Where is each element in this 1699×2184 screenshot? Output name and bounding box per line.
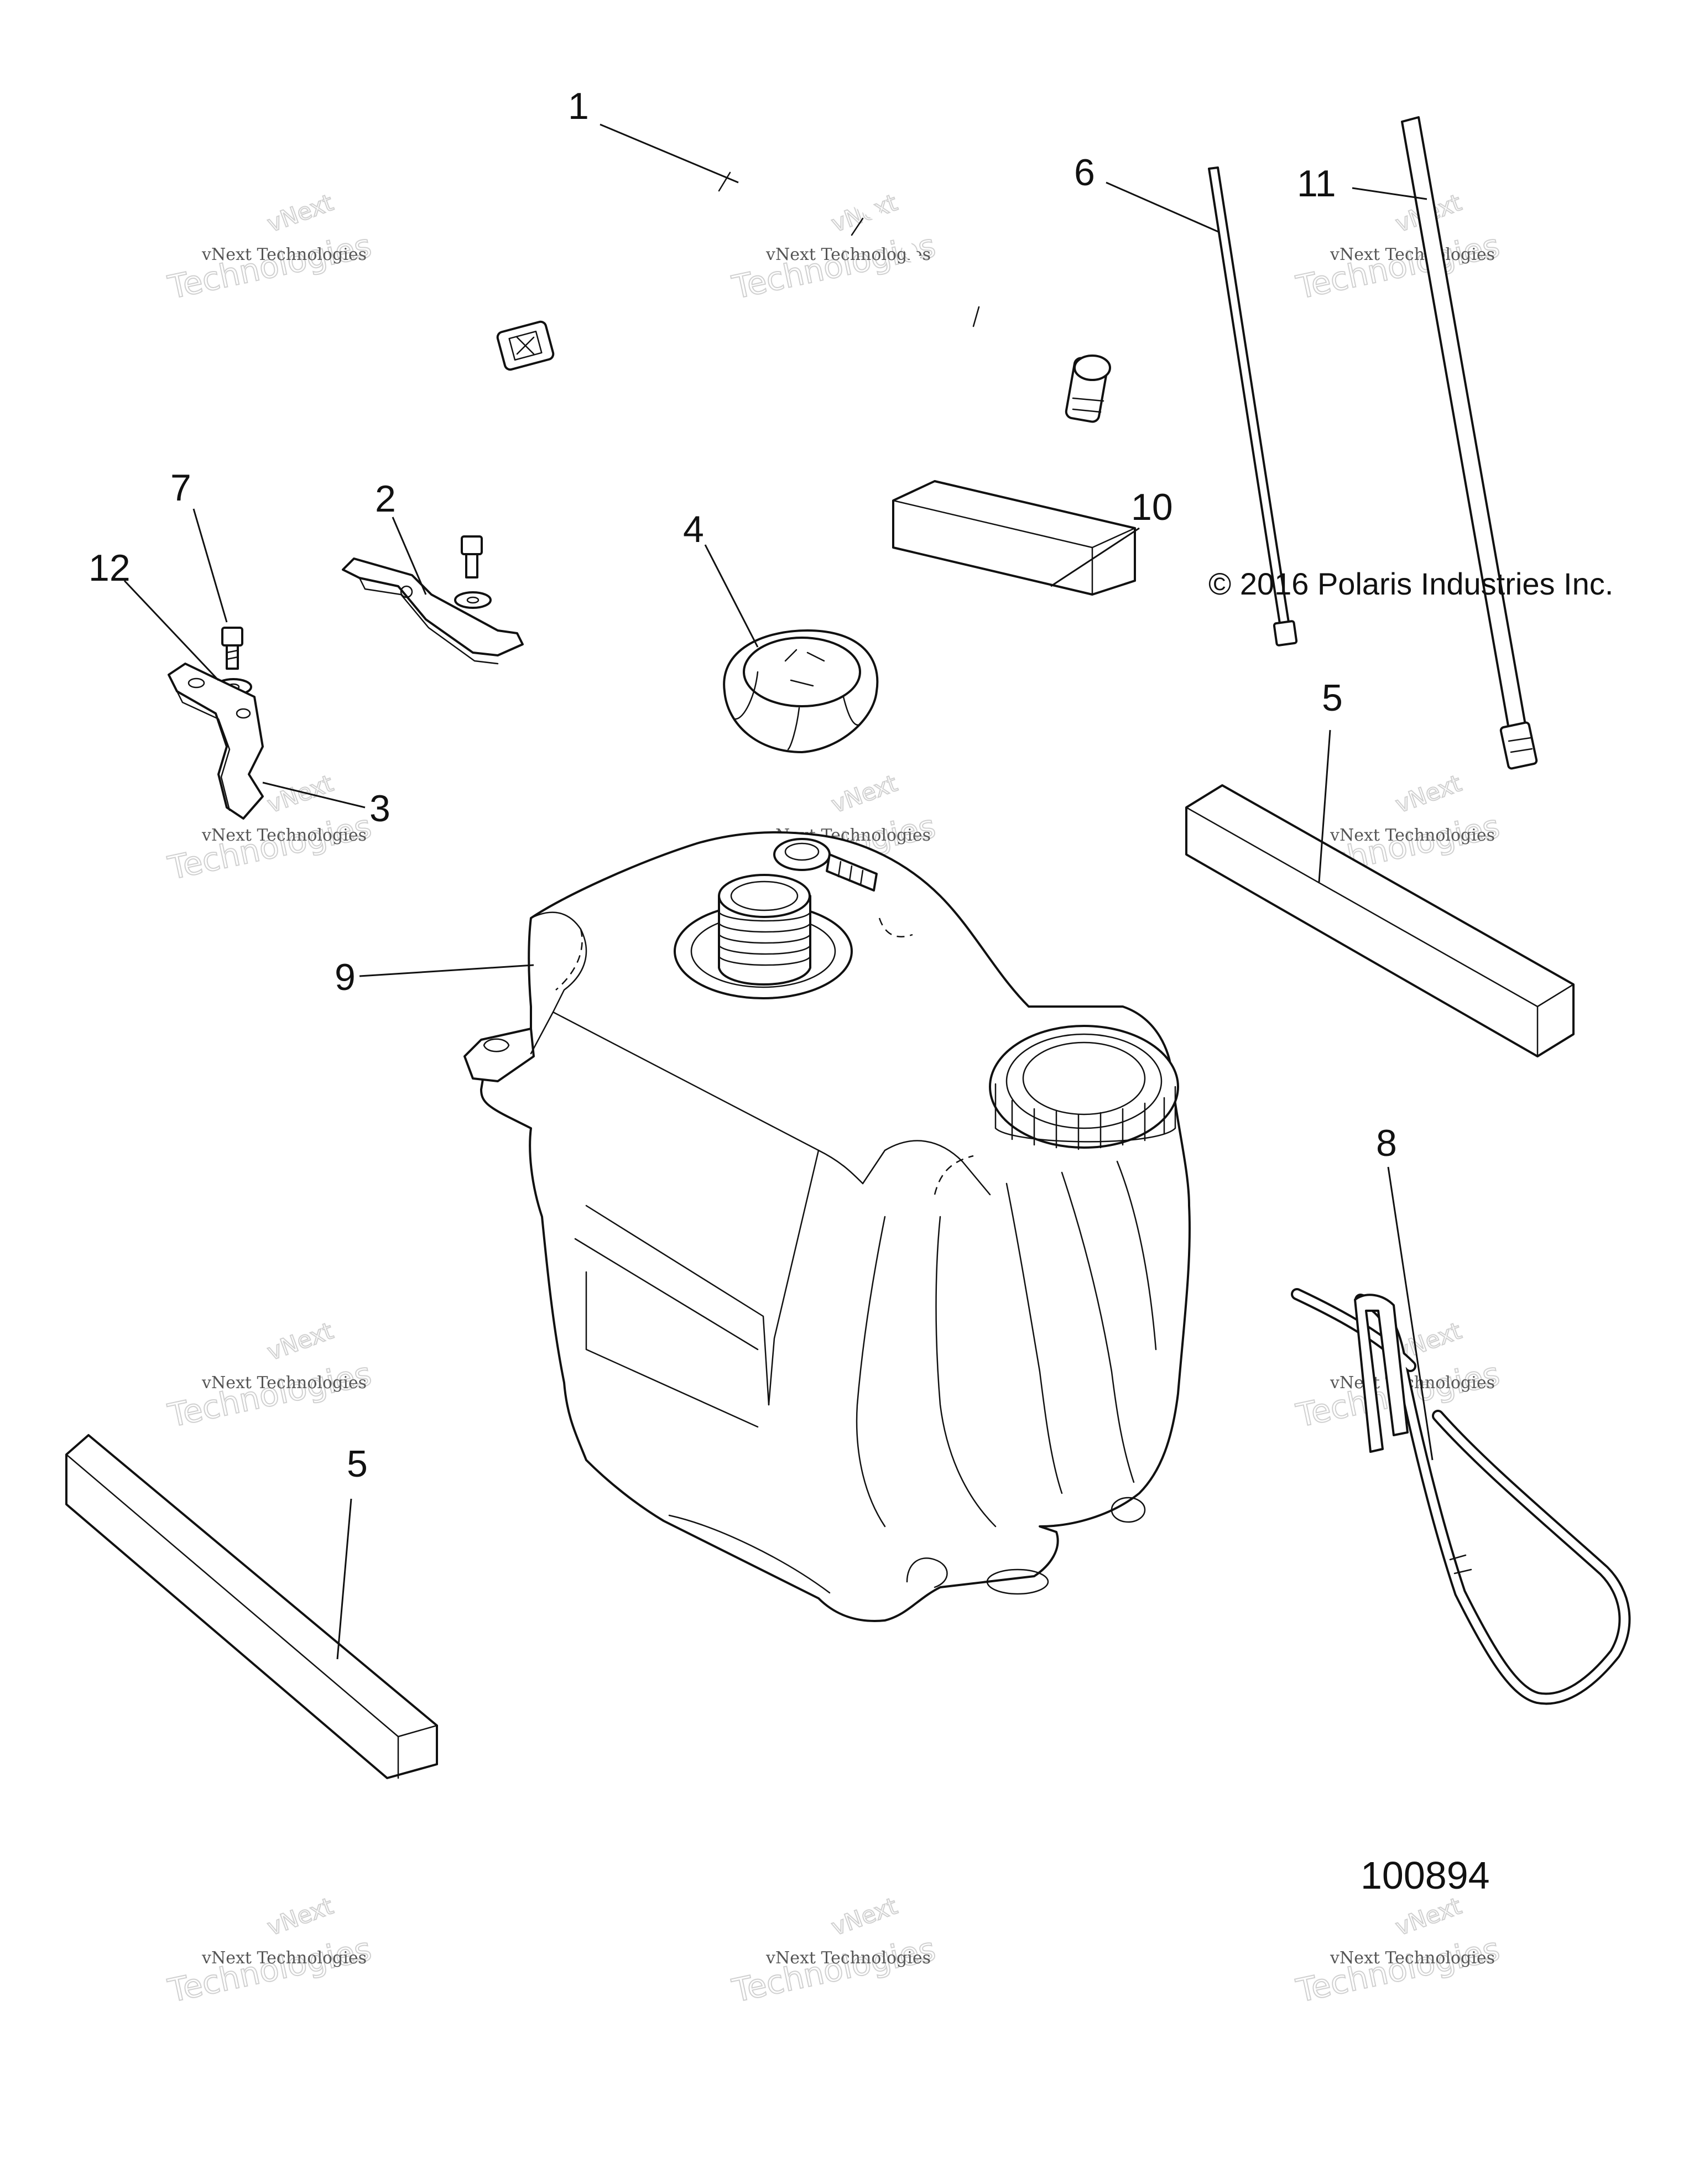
leader-12 xyxy=(123,580,220,681)
svg-text:vNext Technologies: vNext Technologies xyxy=(201,1373,367,1393)
callout-5-upper: 5 xyxy=(1322,677,1343,719)
part-5-foam-strip-lower xyxy=(65,1434,438,1779)
callout-2: 2 xyxy=(375,478,396,520)
leader-lines xyxy=(123,123,1434,1660)
leader-8 xyxy=(1387,1166,1434,1461)
part-6-cable-tie xyxy=(1208,166,1298,647)
part-1-vent-hose xyxy=(496,160,1111,423)
part-9-fuel-tank xyxy=(463,831,1191,1622)
leader-5-lower xyxy=(336,1498,352,1660)
leader-4 xyxy=(704,544,759,648)
washer-part-2 xyxy=(454,591,492,609)
callout-10: 10 xyxy=(1131,486,1173,528)
copyright-notice: © 2016 Polaris Industries Inc. xyxy=(1208,566,1613,601)
callout-1: 1 xyxy=(568,85,589,127)
leader-6 xyxy=(1106,181,1220,233)
callout-3: 3 xyxy=(369,788,390,830)
callout-labels: 1 6 11 7 12 2 3 4 10 5 9 8 5 xyxy=(88,85,1397,1485)
leader-2 xyxy=(392,517,427,595)
svg-text:vNext Technologies: vNext Technologies xyxy=(765,1948,931,1968)
leader-1 xyxy=(600,123,739,184)
callout-7: 7 xyxy=(170,467,191,509)
part-11-cable-tie xyxy=(1401,116,1538,770)
svg-text:vNext Technologies: vNext Technologies xyxy=(1330,1948,1495,1968)
leader-7 xyxy=(192,508,228,623)
svg-text:vNext Technologies: vNext Technologies xyxy=(201,1948,367,1968)
callout-9: 9 xyxy=(335,956,356,998)
leader-10 xyxy=(1050,527,1140,587)
svg-text:vNext Technologies: vNext Technologies xyxy=(201,245,367,264)
part-8-hose xyxy=(1291,1288,1631,1705)
callout-6: 6 xyxy=(1074,152,1095,194)
callout-11: 11 xyxy=(1297,163,1336,205)
part-4-fuel-cap xyxy=(723,629,879,753)
svg-text:vNext Technologies: vNext Technologies xyxy=(1330,826,1495,845)
svg-text:vNext Technologies: vNext Technologies xyxy=(201,826,367,845)
svg-text:vNext Technologies: vNext Technologies xyxy=(1330,245,1495,264)
part-7-bolt xyxy=(221,627,243,670)
callout-4: 4 xyxy=(683,508,704,550)
connector-left xyxy=(496,320,555,371)
part-5-foam-strip-upper xyxy=(1185,784,1575,1057)
connector-right xyxy=(1065,355,1111,423)
callout-8: 8 xyxy=(1376,1122,1397,1164)
part-3-bracket xyxy=(168,663,264,820)
callout-12: 12 xyxy=(88,547,131,589)
leader-5-upper xyxy=(1318,729,1331,883)
leader-3 xyxy=(262,781,366,809)
bolt-part-2 xyxy=(461,535,483,578)
figure-number: 100894 xyxy=(1361,1854,1490,1897)
part-10-foam-block xyxy=(892,480,1136,596)
leader-9 xyxy=(359,964,534,977)
part-2-bracket xyxy=(342,557,524,665)
callout-5-lower: 5 xyxy=(347,1443,368,1485)
leader-11 xyxy=(1352,187,1427,200)
